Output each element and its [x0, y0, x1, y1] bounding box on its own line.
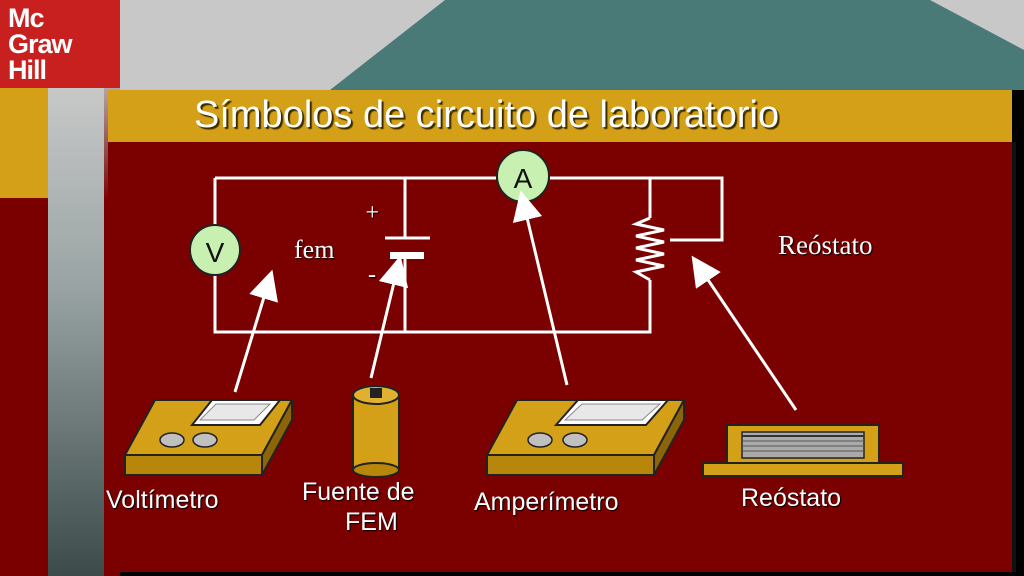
emf-label: fem	[294, 235, 335, 264]
pointer-arrows	[233, 190, 798, 411]
ammeter-label: Amperímetro	[474, 488, 619, 516]
voltmeter-symbol	[189, 224, 241, 276]
ammeter-device	[485, 399, 686, 476]
rheostat-device-label: Reóstato	[741, 484, 842, 512]
rheostat-coil-symbol	[631, 216, 665, 282]
logo-text-graw: Graw	[8, 29, 73, 59]
voltmeter-label: Voltímetro	[106, 486, 219, 514]
emf-source-device	[352, 385, 400, 478]
voltmeter-symbol-letter: V	[206, 237, 225, 268]
circuit-wires	[213, 176, 724, 334]
left-gold-accent	[0, 88, 48, 198]
plus-sign: +	[364, 200, 381, 226]
slide-title: Símbolos de circuito de laboratorio	[194, 94, 780, 136]
battery-symbol	[385, 236, 430, 259]
emf-source-label-line2: FEM	[345, 508, 398, 536]
emf-source-label-line1: Fuente de	[302, 478, 415, 506]
ammeter-symbol-letter: A	[514, 163, 533, 194]
minus-sign: -	[368, 262, 376, 288]
logo-text-hill: Hill	[8, 55, 47, 85]
rheostat-device	[702, 424, 904, 477]
voltmeter-device	[123, 399, 294, 476]
logo-text-mc: Mc	[8, 3, 45, 33]
content-panel	[108, 142, 1016, 572]
left-gray-strip	[48, 88, 104, 576]
mcgraw-hill-logo: Mc Graw Hill	[0, 0, 120, 88]
rheostat-symbol-label: Reóstato	[778, 230, 873, 260]
